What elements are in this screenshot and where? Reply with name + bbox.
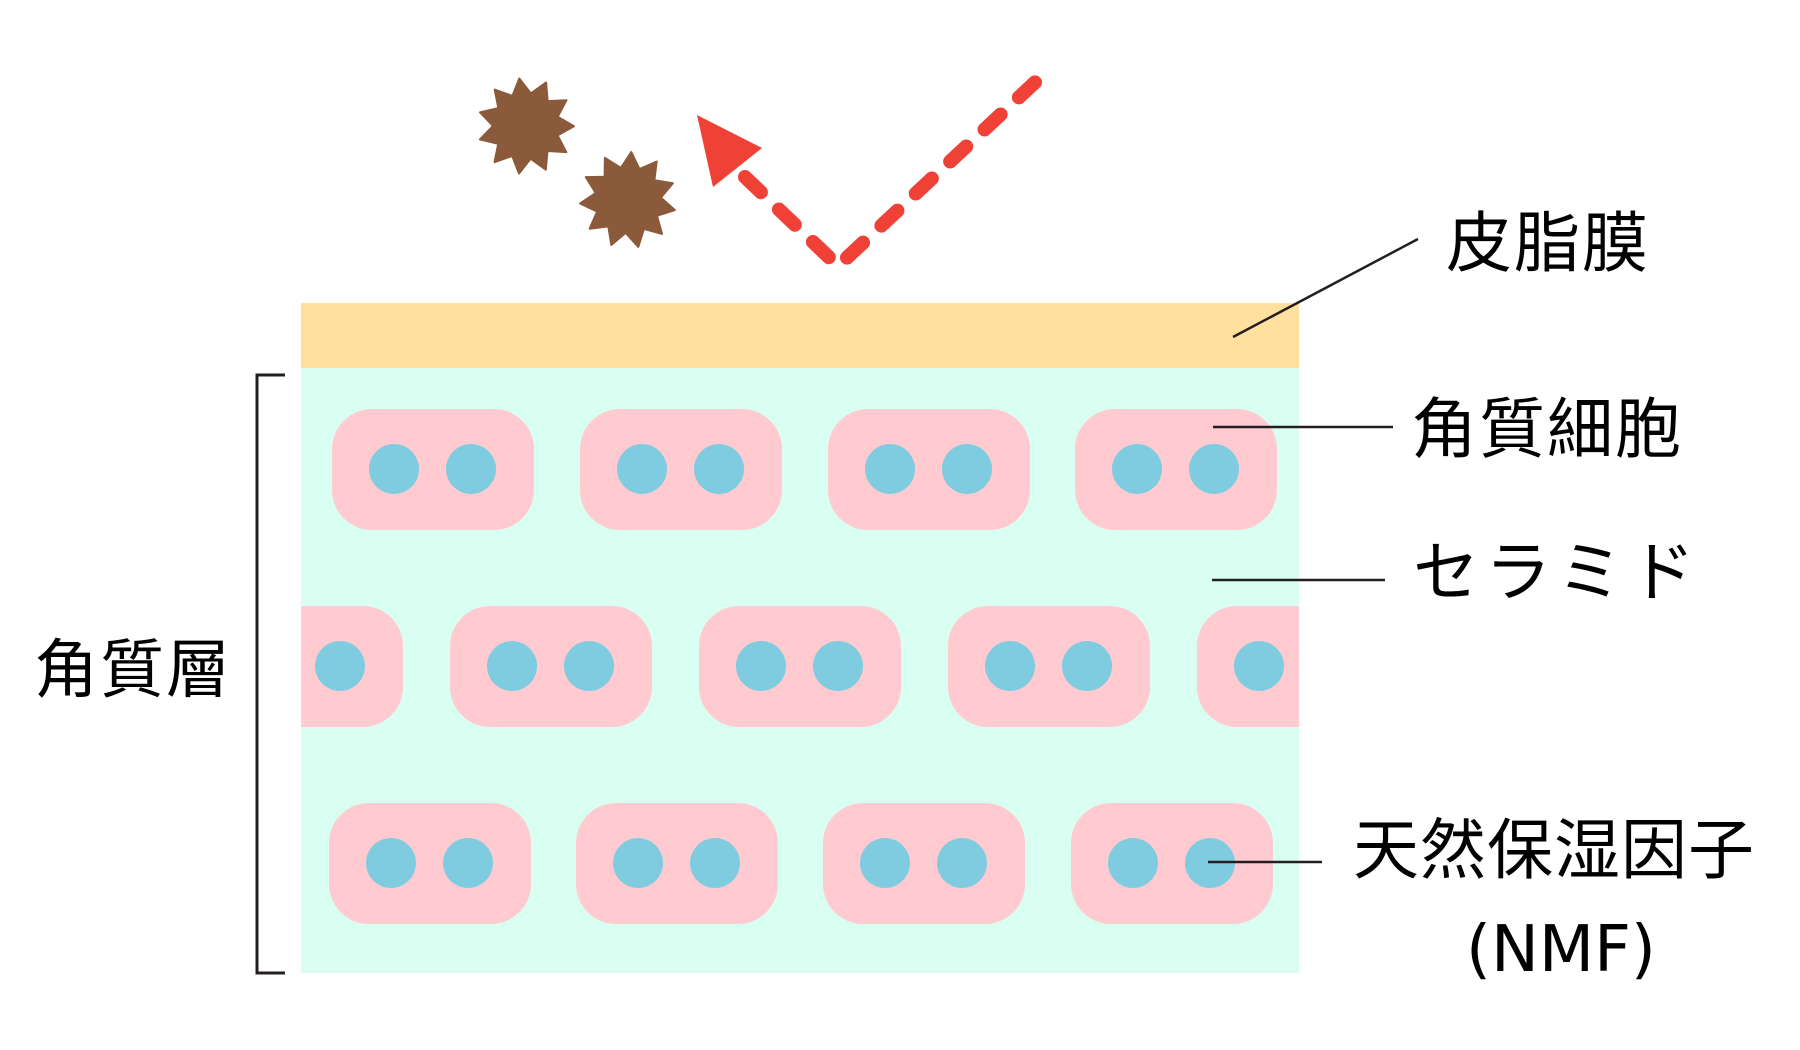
corneocyte-cell — [948, 606, 1150, 727]
corneocyte-cell — [238, 606, 403, 727]
nmf-particle — [238, 641, 288, 691]
nmf-particle — [564, 641, 614, 691]
nmf-particle — [443, 838, 493, 888]
corneocyte-body — [1075, 409, 1277, 530]
corneocyte-body — [329, 803, 531, 924]
nmf-particle — [613, 838, 663, 888]
corneocyte-body — [1071, 803, 1273, 924]
corneocyte-cell — [450, 606, 652, 727]
corneocyte-body — [699, 606, 901, 727]
corneocyte-body — [948, 606, 1150, 727]
nmf-particle — [369, 444, 419, 494]
corneocyte-cell — [828, 409, 1030, 530]
nmf-particle — [942, 444, 992, 494]
corneocyte-cell — [332, 409, 534, 530]
nmf-particle — [736, 641, 786, 691]
corneocyte-cells — [238, 409, 1361, 924]
corneocyte-cell — [1071, 803, 1273, 924]
corneocyte-body — [332, 409, 534, 530]
label-corneocyte: 角質細胞 — [1411, 391, 1683, 468]
nmf-particle — [1108, 838, 1158, 888]
callout-lines — [1208, 237, 1419, 864]
callout-line-sebum — [1232, 237, 1419, 339]
corneocyte-body — [450, 606, 652, 727]
nmf-particle — [446, 444, 496, 494]
corneocyte-body — [1197, 606, 1299, 727]
nmf-particle — [366, 838, 416, 888]
nmf-particle — [315, 641, 365, 691]
corneocyte-body — [580, 409, 782, 530]
corneocyte-cell — [576, 803, 778, 924]
nmf-particle — [1062, 641, 1112, 691]
nmf-particle — [1189, 444, 1239, 494]
nmf-particle — [690, 838, 740, 888]
nmf-particle — [985, 641, 1035, 691]
arrow-dashed-path — [738, 67, 1051, 273]
nmf-particle — [617, 444, 667, 494]
reflection-arrow — [697, 67, 1051, 273]
arrowhead-icon — [697, 115, 762, 187]
corneocyte-cell — [580, 409, 782, 530]
nmf-particle — [487, 641, 537, 691]
irritant-star-icon — [579, 151, 676, 248]
nmf-particle — [865, 444, 915, 494]
nmf-particle — [813, 641, 863, 691]
label-stratum-corneum: 角質層 — [34, 634, 232, 708]
corneocyte-cell — [699, 606, 901, 727]
nmf-particle — [1311, 641, 1361, 691]
sebum-film-layer — [301, 303, 1299, 368]
corneocyte-body — [576, 803, 778, 924]
label-nmf: 天然保湿因子 — [1353, 812, 1755, 889]
nmf-particle — [694, 444, 744, 494]
irritant-particles — [478, 77, 676, 248]
nmf-particle — [937, 838, 987, 888]
label-nmf-abbrev: (NMF) — [1466, 913, 1656, 987]
label-sebum-film: 皮脂膜 — [1446, 205, 1650, 282]
label-ceramide: セラミド — [1413, 534, 1701, 611]
nmf-particle — [1112, 444, 1162, 494]
nmf-particle — [1234, 641, 1284, 691]
stratum-corneum-bracket — [255, 373, 285, 975]
corneocyte-body — [828, 409, 1030, 530]
corneocyte-cell — [1075, 409, 1277, 530]
irritant-star-icon — [478, 77, 575, 175]
corneocyte-cell — [1197, 606, 1361, 727]
corneocyte-cell — [329, 803, 531, 924]
nmf-particle — [860, 838, 910, 888]
corneocyte-cell — [823, 803, 1025, 924]
corneocyte-body — [823, 803, 1025, 924]
